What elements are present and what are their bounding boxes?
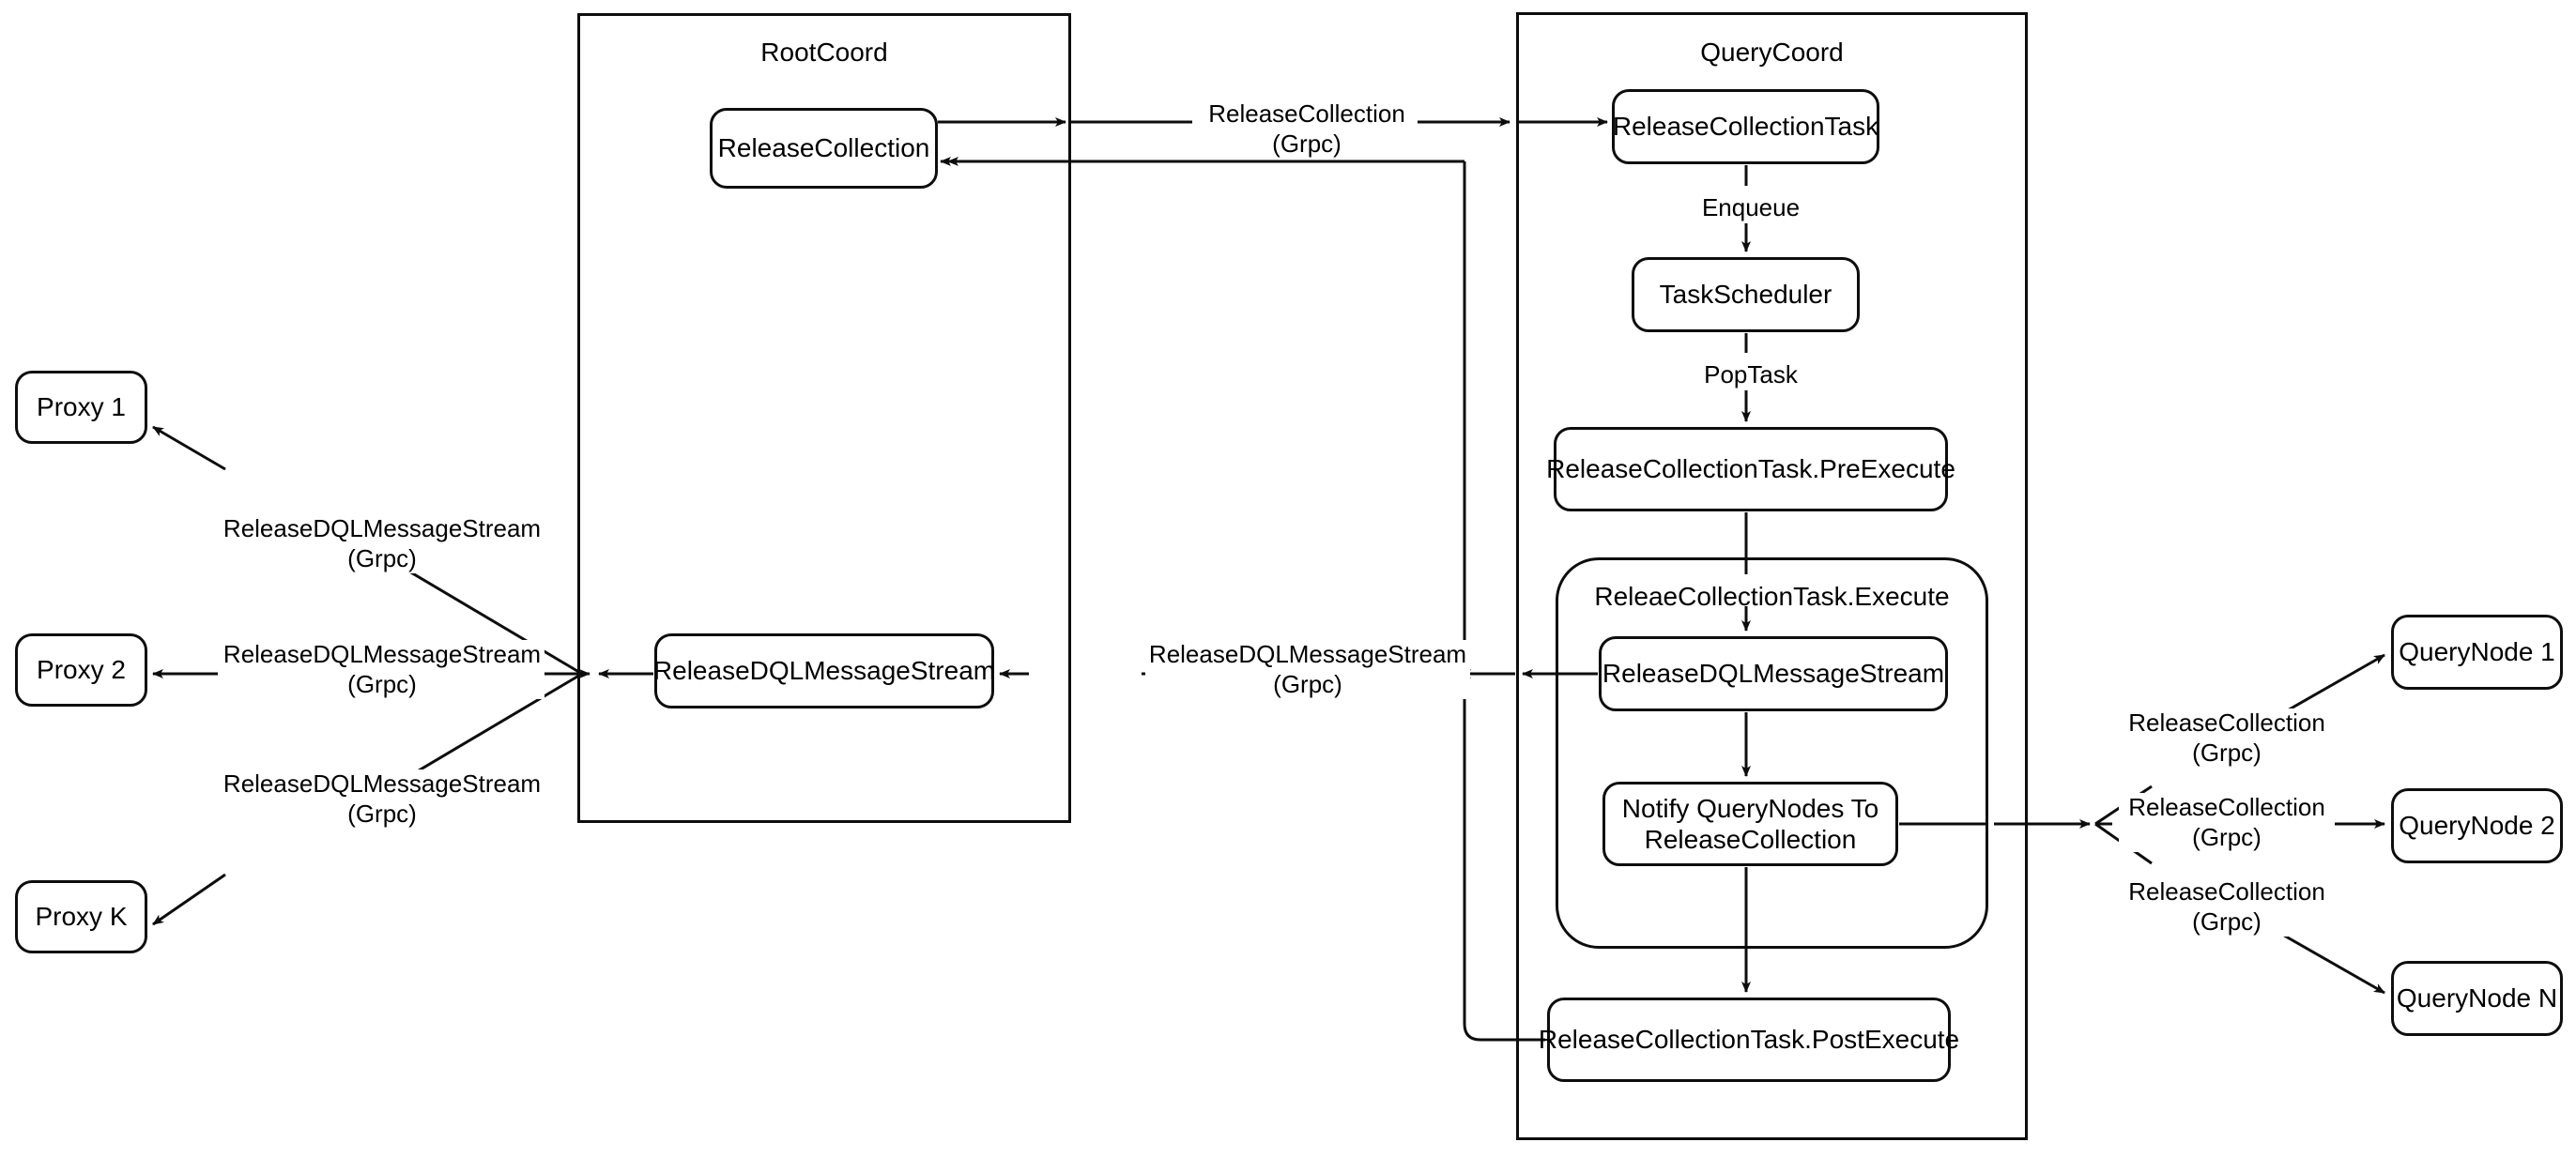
edge-label-querycoord-to-rootcoord-release-dql: ReleaseDQLMessageStream (Grpc) [1145, 640, 1470, 700]
group-rootcoord-title: RootCoord [760, 38, 888, 67]
node-release-collection-task-label: ReleaseCollectionTask [1612, 112, 1879, 142]
node-notify-querynodes-to-release-collection-label: Notify QueryNodes To ReleaseCollection [1621, 793, 1879, 854]
node-proxy-2-label: Proxy 2 [37, 655, 126, 685]
node-task-scheduler[interactable]: TaskScheduler [1632, 257, 1860, 332]
node-execute-release-dql-message-stream-label: ReleaseDQLMessageStream [1602, 659, 1945, 689]
group-querycoord-title: QueryCoord [1700, 38, 1844, 67]
edge-label-querynode-n-release-collection: ReleaseCollection (Grpc) [2119, 877, 2335, 937]
node-querynode-1-label: QueryNode 1 [2399, 637, 2555, 667]
group-rootcoord [577, 13, 1071, 823]
edge-label-proxy-2-release-dql: ReleaseDQLMessageStream (Grpc) [220, 640, 544, 700]
edge-label-proxy-1-release-dql: ReleaseDQLMessageStream (Grpc) [220, 514, 544, 574]
node-release-collection-task-pre-execute-label: ReleaseCollectionTask.PreExecute [1546, 454, 1955, 484]
node-proxy-1-label: Proxy 1 [37, 392, 126, 422]
edge-label-querynode-2-release-collection: ReleaseCollection (Grpc) [2119, 793, 2335, 853]
node-release-collection-task-post-execute[interactable]: ReleaseCollectionTask.PostExecute [1539, 998, 1959, 1082]
node-proxy-k[interactable]: Proxy K [15, 880, 147, 953]
edge-label-poptask: PopTask [1686, 360, 1816, 390]
node-release-collection-task-post-execute-label: ReleaseCollectionTask.PostExecute [1538, 1025, 1960, 1055]
node-execute-release-dql-message-stream[interactable]: ReleaseDQLMessageStream [1599, 636, 1948, 711]
node-task-scheduler-label: TaskScheduler [1659, 280, 1832, 310]
node-notify-querynodes-to-release-collection[interactable]: Notify QueryNodes To ReleaseCollection [1602, 782, 1898, 866]
edge-label-rootcoord-to-querycoord-release-collection: ReleaseCollection (Grpc) [1196, 99, 1418, 160]
node-querynode-1[interactable]: QueryNode 1 [2391, 615, 2563, 690]
edge-label-enqueue: Enqueue [1682, 193, 1819, 223]
node-proxy-1[interactable]: Proxy 1 [15, 371, 147, 444]
node-querynode-n[interactable]: QueryNode N [2391, 961, 2563, 1036]
node-querynode-2[interactable]: QueryNode 2 [2391, 788, 2563, 863]
node-rootcoord-release-collection-label: ReleaseCollection [717, 133, 930, 163]
group-execute-title: ReleaeCollectionTask.Execute [1594, 582, 1950, 611]
node-release-collection-task[interactable]: ReleaseCollectionTask [1612, 89, 1879, 164]
node-proxy-k-label: Proxy K [35, 902, 128, 932]
node-querynode-n-label: QueryNode N [2396, 983, 2558, 1013]
edge-label-querynode-1-release-collection: ReleaseCollection (Grpc) [2119, 708, 2335, 769]
node-querynode-2-label: QueryNode 2 [2399, 811, 2555, 841]
node-rootcoord-release-dql-message-stream-label: ReleaseDQLMessageStream [652, 656, 996, 686]
node-proxy-2[interactable]: Proxy 2 [15, 633, 147, 707]
group-execute [1556, 557, 1988, 949]
edge-label-proxy-k-release-dql: ReleaseDQLMessageStream (Grpc) [220, 769, 544, 830]
node-rootcoord-release-dql-message-stream[interactable]: ReleaseDQLMessageStream [652, 633, 996, 708]
node-release-collection-task-pre-execute[interactable]: ReleaseCollectionTask.PreExecute [1546, 427, 1955, 511]
node-rootcoord-release-collection[interactable]: ReleaseCollection [710, 108, 938, 189]
